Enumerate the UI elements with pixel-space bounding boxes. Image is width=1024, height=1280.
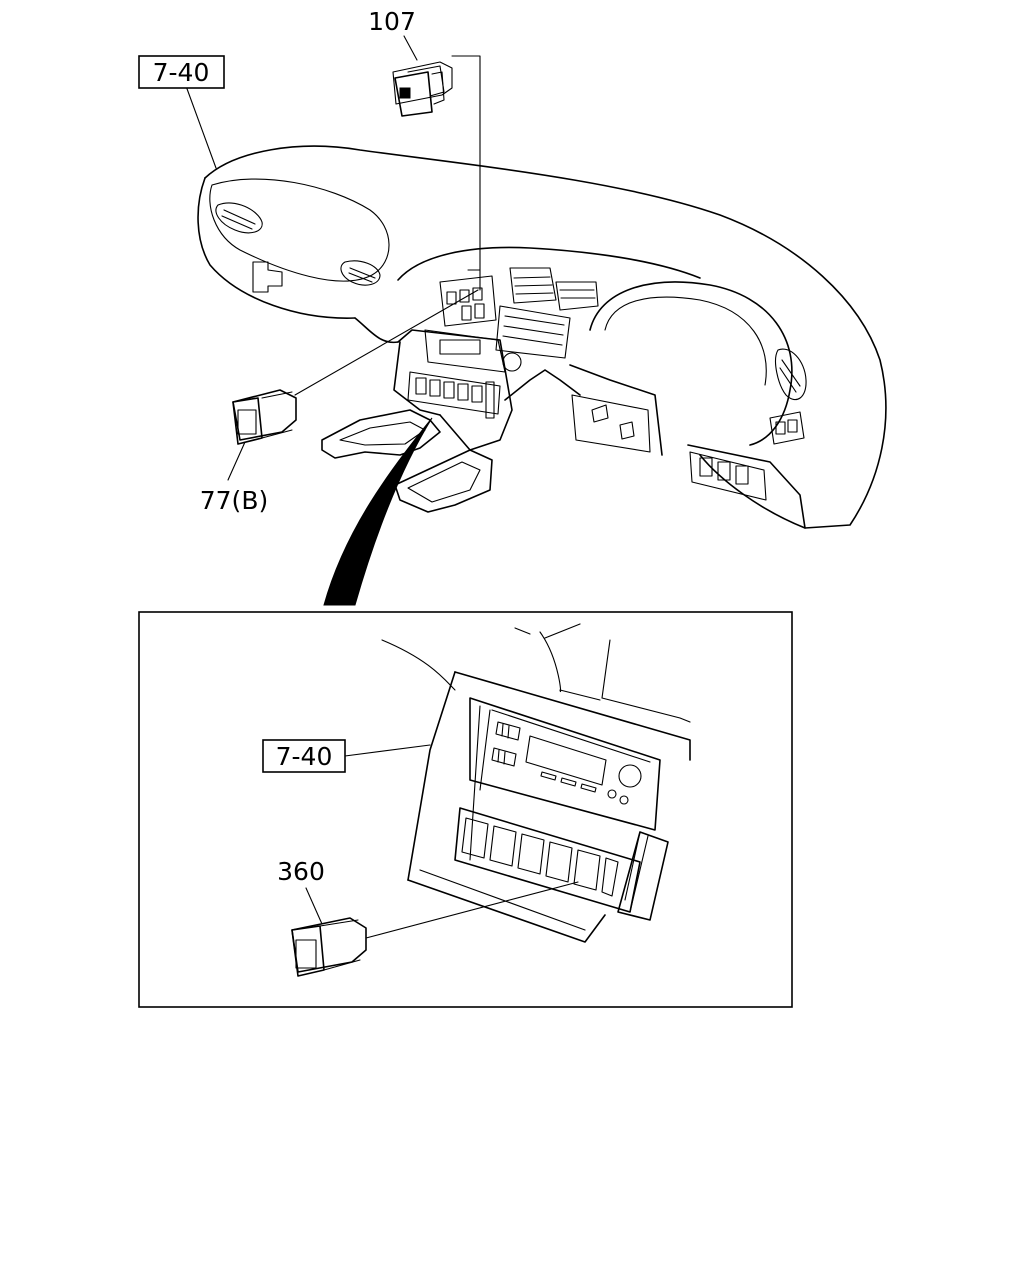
switch-360: [291, 917, 367, 977]
leader-77b-tick: [227, 441, 246, 481]
switch-77b: [232, 389, 297, 445]
leader-360-tick: [305, 887, 323, 925]
part-label-77b: 77(B): [200, 486, 268, 515]
leader-107: [451, 55, 481, 291]
switch-107: [392, 61, 453, 117]
ref-box-top: [138, 55, 225, 89]
zoom-wedge: [323, 417, 433, 606]
part-label-107: 107: [368, 7, 416, 36]
detail-inset: [381, 623, 691, 943]
leader-ref-top: [185, 85, 217, 169]
ref-label-inset: 7-40: [276, 742, 333, 771]
leader-360: [365, 881, 579, 939]
leader-77b: [294, 289, 479, 396]
part-label-360: 360: [277, 857, 325, 886]
ref-label-top: 7-40: [153, 58, 210, 87]
dashboard-overview: [197, 145, 887, 529]
leader-ref-inset: [344, 744, 431, 757]
leader-107-tick: [403, 35, 418, 61]
ref-box-inset: [262, 739, 346, 773]
